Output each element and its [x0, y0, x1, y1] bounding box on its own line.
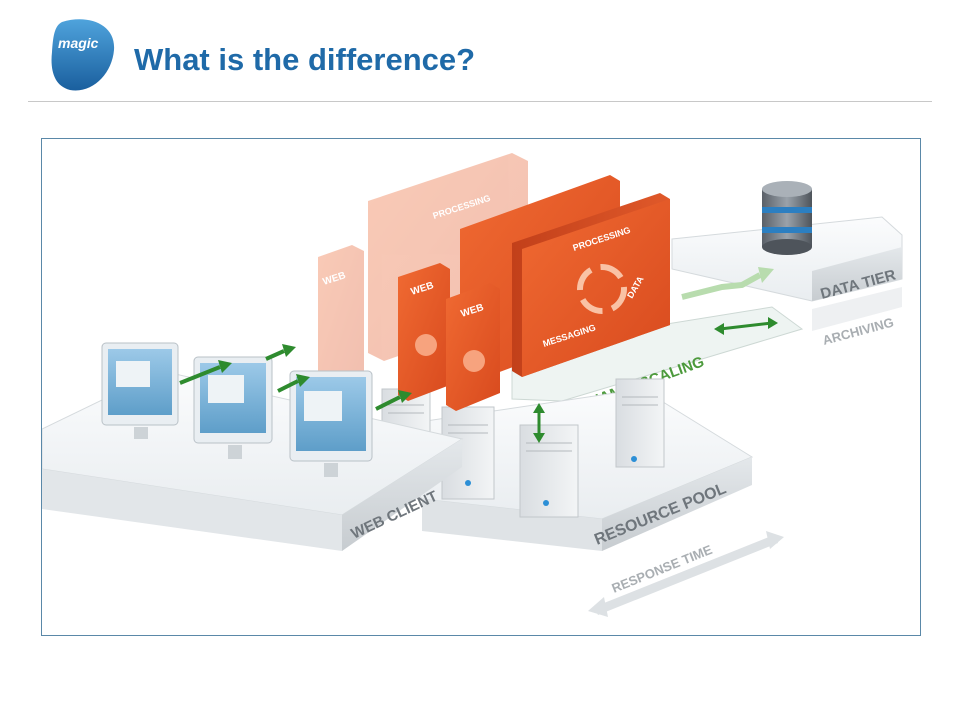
server-3 — [519, 424, 579, 518]
data-tier-platform: DATA TIER ARCHIVING — [671, 216, 903, 348]
scaling-arrow-icon — [719, 321, 773, 331]
cycle-icon — [577, 264, 627, 314]
vertical-scaling-arrow-icon — [533, 403, 545, 443]
magic-logo: magic — [48, 16, 120, 94]
application-panels: WEB WEB PROCESSING MESSAGING DATA — [398, 175, 670, 411]
server-4 — [615, 378, 665, 468]
logo-text: magic — [58, 35, 99, 51]
monitor-1 — [101, 342, 179, 439]
arrow-icon-4 — [375, 395, 401, 411]
monitor-3 — [289, 370, 373, 477]
client-monitors — [101, 342, 373, 477]
panel-web-1: WEB — [398, 263, 450, 401]
architecture-diagram: DATA TIER ARCHIVING DYNAMIC SCALING — [41, 138, 921, 636]
client-arrows — [179, 344, 412, 411]
arrow-icon-2 — [265, 349, 285, 361]
database-icon — [762, 181, 812, 255]
arrow-icon-3 — [277, 379, 299, 393]
panel-processing-main: PROCESSING MESSAGING DATA — [512, 193, 670, 377]
panel-web-2: WEB — [446, 283, 500, 411]
arrow-icon-1 — [179, 365, 221, 385]
title-divider — [28, 101, 932, 102]
data-tier-arrow-icon — [681, 267, 774, 300]
monitor-2 — [193, 356, 273, 459]
page-title: What is the difference? — [134, 42, 476, 77]
